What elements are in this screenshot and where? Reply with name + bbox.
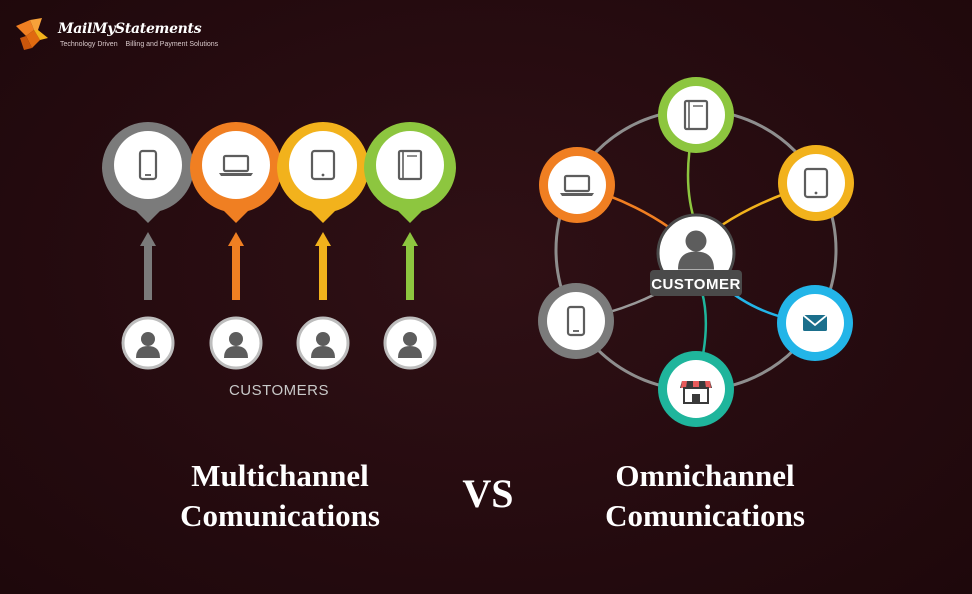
omnichannel-title-line2: Comunications bbox=[605, 498, 805, 533]
customers-caption: CUSTOMERS bbox=[229, 382, 329, 399]
logo-mark-icon bbox=[16, 18, 48, 50]
vs-separator: VS bbox=[462, 471, 514, 516]
arrow-laptop bbox=[228, 232, 244, 300]
brand-tagline-left: Technology Driven bbox=[60, 41, 118, 48]
node-book bbox=[658, 77, 734, 153]
node-mail bbox=[777, 285, 853, 361]
customer-label: CUSTOMER bbox=[651, 276, 741, 293]
channel-pin-tablet bbox=[277, 122, 369, 223]
brand-logo: MailMyStatements Technology Driven Billi… bbox=[12, 16, 218, 56]
center-customer: CUSTOMER bbox=[650, 213, 742, 296]
omnichannel-title-line1: Omnichannel bbox=[615, 458, 795, 493]
customer-avatar bbox=[296, 316, 350, 370]
mail-icon bbox=[802, 314, 828, 332]
brand-tagline: Technology Driven Billing and Payment So… bbox=[60, 41, 218, 48]
arrow-book bbox=[402, 232, 418, 300]
customer-avatar bbox=[383, 316, 437, 370]
node-tablet bbox=[778, 145, 854, 221]
brand-tagline-right: Billing and Payment Solutions bbox=[125, 41, 219, 48]
customer-avatar bbox=[209, 316, 263, 370]
brand-name: MailMyStatements bbox=[58, 21, 202, 37]
customer-label-box bbox=[650, 270, 742, 296]
omnichannel-title: Omnichannel Comunications bbox=[545, 456, 865, 536]
channel-pin-laptop bbox=[190, 122, 282, 223]
channel-pin-book bbox=[364, 122, 456, 223]
multichannel-title: Multichannel Comunications bbox=[120, 456, 440, 536]
node-smartphone bbox=[538, 283, 614, 359]
channel-pin-smartphone bbox=[102, 122, 194, 223]
node-store bbox=[658, 351, 734, 427]
node-laptop bbox=[539, 147, 615, 223]
multichannel-title-line1: Multichannel bbox=[191, 458, 369, 493]
person-icon bbox=[678, 230, 714, 270]
arrow-tablet bbox=[315, 232, 331, 300]
customer-avatar bbox=[121, 316, 175, 370]
arrow-smartphone bbox=[140, 232, 156, 300]
multichannel-title-line2: Comunications bbox=[180, 498, 380, 533]
